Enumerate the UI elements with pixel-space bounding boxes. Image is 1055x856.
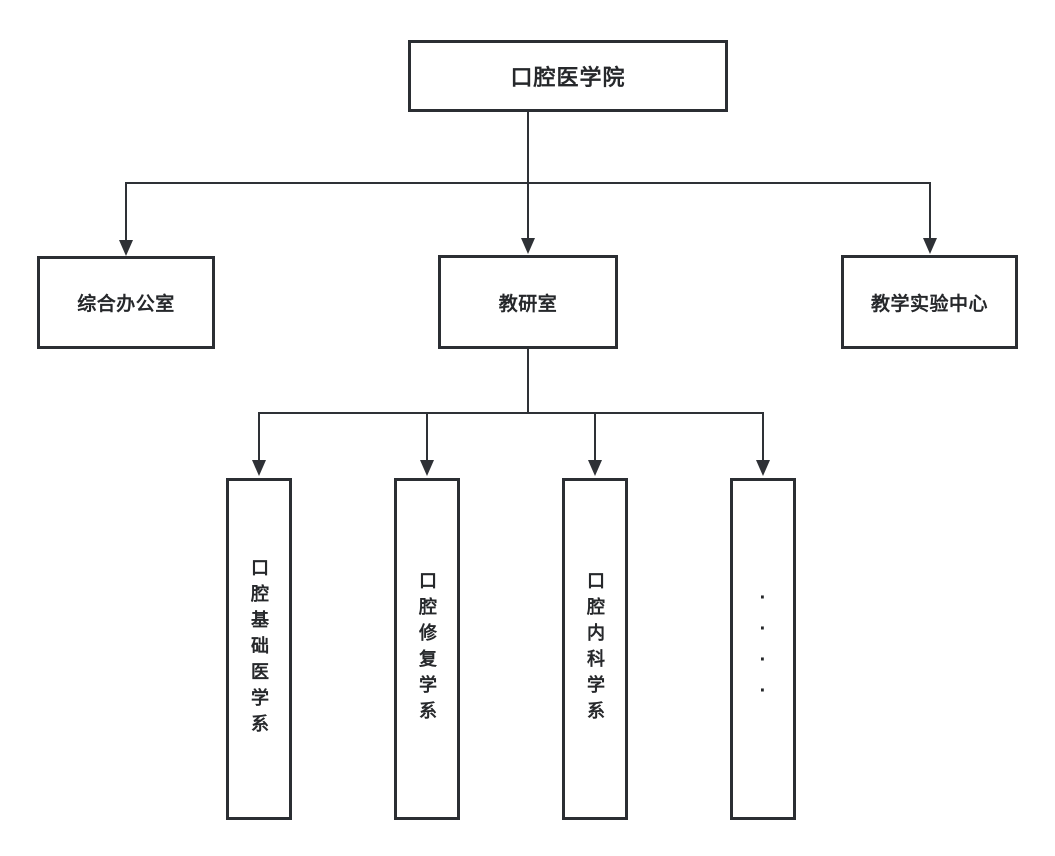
node-dept-more-ellipsis: ···· — [730, 478, 796, 820]
node-dept-more-ellipsis-label: ···· — [752, 587, 774, 711]
node-teaching-research-office-label: 教研室 — [498, 293, 558, 315]
arrow-dept-3 — [588, 460, 602, 476]
arrow-dept-2 — [420, 460, 434, 476]
node-teaching-experiment-center-label: 教学实验中心 — [870, 293, 988, 315]
node-dept-oral-basic-medicine-label: 口腔基础医学系 — [249, 558, 269, 740]
node-teaching-research-office: 教研室 — [438, 255, 618, 349]
node-root-school-of-stomatology: 口腔医学院 — [408, 40, 728, 112]
arrow-teaching-research — [521, 238, 535, 254]
arrow-dept-1 — [252, 460, 266, 476]
node-dept-oral-basic-medicine: 口腔基础医学系 — [226, 478, 292, 820]
node-teaching-experiment-center: 教学实验中心 — [841, 255, 1018, 349]
node-dept-oral-internal-medicine-label: 口腔内科学系 — [585, 571, 605, 727]
node-root-label: 口腔医学院 — [510, 65, 626, 90]
node-general-office: 综合办公室 — [37, 256, 215, 349]
node-dept-oral-prosthodontics-label: 口腔修复学系 — [417, 571, 437, 727]
arrow-dept-4 — [756, 460, 770, 476]
arrow-general-office — [119, 240, 133, 256]
node-dept-oral-prosthodontics: 口腔修复学系 — [394, 478, 460, 820]
arrow-experiment-center — [923, 238, 937, 254]
node-general-office-label: 综合办公室 — [77, 294, 175, 315]
node-dept-oral-internal-medicine: 口腔内科学系 — [562, 478, 628, 820]
